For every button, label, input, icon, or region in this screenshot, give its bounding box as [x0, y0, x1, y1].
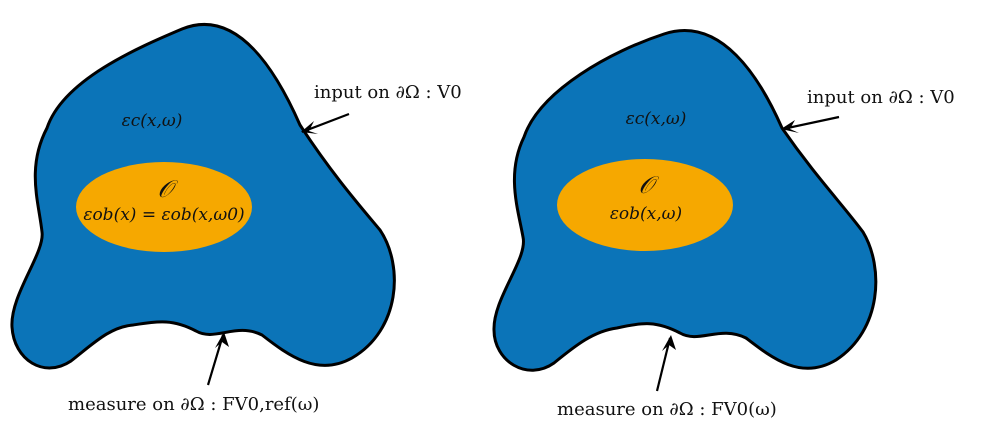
left-input-arrowhead — [301, 121, 318, 134]
right-obstacle-label: εob(x,ω) — [610, 204, 682, 224]
right-medium-label: εc(x,ω) — [626, 109, 687, 129]
right-diagram: εc(x,ω) 𝒪 εob(x,ω) input on ∂Ω : V0 meas… — [492, 29, 955, 420]
right-input-arrow-shaft — [782, 115, 840, 131]
left-measure-arrow-shaft — [206, 334, 225, 386]
right-measure-label: measure on ∂Ω : FV0(ω) — [557, 399, 777, 420]
right-measure-arrowhead — [662, 335, 676, 351]
left-medium-label: εc(x,ω) — [122, 111, 183, 131]
left-obstacle-region — [76, 162, 252, 252]
right-input-arrowhead — [781, 120, 799, 133]
right-input-label: input on ∂Ω : V0 — [807, 87, 955, 108]
left-measure-arrowhead — [215, 332, 229, 348]
left-diagram: εc(x,ω) 𝒪 εob(x) = εob(x,ω0) input on ∂Ω… — [10, 22, 462, 415]
right-obstacle-region — [557, 159, 733, 251]
left-measure-label: measure on ∂Ω : FV0,ref(ω) — [68, 394, 319, 415]
right-measure-arrow-shaft — [655, 337, 672, 392]
left-input-label: input on ∂Ω : V0 — [314, 82, 462, 103]
left-obstacle-label: εob(x) = εob(x,ω0) — [83, 205, 244, 225]
